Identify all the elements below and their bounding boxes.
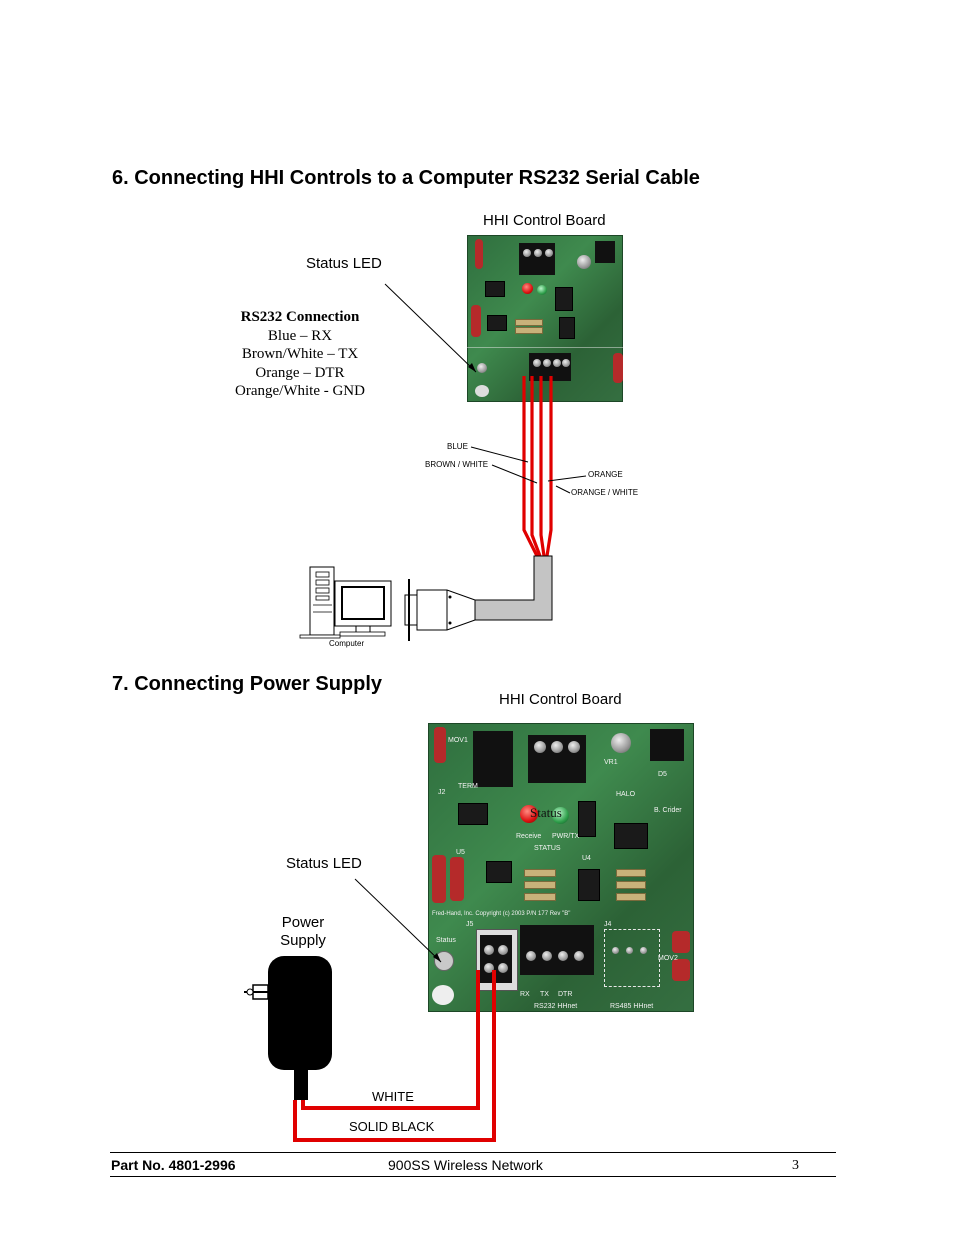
silkscreen-dtr: DTR <box>558 991 573 998</box>
silkscreen-copyright: Fred-Hand, Inc. Copyright (c) 2003 P/N 1… <box>432 911 571 917</box>
silkscreen-mov2: MOV2 <box>658 955 678 962</box>
silkscreen-j2: J2 <box>438 789 446 796</box>
silkscreen-tx: TX <box>540 991 549 998</box>
rs232-legend-line: Orange – DTR <box>255 364 345 381</box>
wire-label-brown-white: BROWN / WHITE <box>425 460 489 469</box>
computer-label: Computer <box>329 639 365 648</box>
rs232-legend-line: Brown/White – TX <box>241 346 359 362</box>
section-7-heading: 7. Connecting Power Supply <box>112 673 383 695</box>
silkscreen-j4: J4 <box>604 921 612 928</box>
silkscreen-term: TERM <box>458 783 478 790</box>
silkscreen-u4: U4 <box>582 855 591 862</box>
silkscreen-mov1: MOV1 <box>448 737 468 744</box>
power-supply-label: Power Supply <box>277 914 329 950</box>
silkscreen-status-small: Status <box>436 937 456 944</box>
silkscreen-rx: RX <box>520 991 530 998</box>
rs232-legend-line: Blue – RX <box>267 327 333 344</box>
wire-label-orange-white: ORANGE / WHITE <box>571 488 639 497</box>
power-supply-label-line: Supply <box>280 932 326 949</box>
wire-label-orange: ORANGE <box>588 470 623 479</box>
footer-rule-top <box>110 1152 836 1153</box>
silkscreen-j5: J5 <box>466 921 474 928</box>
power-supply-label-line: Power <box>281 914 325 931</box>
footer-title: 900SS Wireless Network <box>388 1157 543 1173</box>
silkscreen-halo: HALO <box>616 791 636 798</box>
silkscreen-d5: D5 <box>658 771 667 778</box>
wire-label-solid-black: SOLID BLACK <box>349 1119 435 1134</box>
footer-part-no: Part No. 4801-2996 <box>111 1157 236 1173</box>
status-led-label-bottom: Status LED <box>286 855 362 872</box>
status-led-label-top: Status LED <box>306 255 382 272</box>
hhi-control-board-photo-bottom: VR1 D5 HALO B. Crider J2 TERM Receive PW… <box>428 723 694 1012</box>
footer-rule-bottom <box>110 1176 836 1177</box>
board-label-top: HHI Control Board <box>483 212 606 229</box>
silkscreen-crider: B. Crider <box>654 807 682 814</box>
silkscreen-rs232: RS232 HHnet <box>534 1003 578 1010</box>
silkscreen-status: STATUS <box>534 845 561 852</box>
footer-page-number: 3 <box>792 1158 799 1173</box>
silkscreen-receive: Receive <box>516 833 542 840</box>
hhi-control-board-photo-top <box>467 235 623 402</box>
board-overlay-text: Status <box>530 805 562 820</box>
section-6-heading: 6. Connecting HHI Controls to a Computer… <box>112 167 700 189</box>
wire-label-blue: BLUE <box>447 442 468 451</box>
silkscreen-vr1: VR1 <box>604 759 618 766</box>
wire-label-white: WHITE <box>372 1089 414 1104</box>
silkscreen-pwr-tx: PWR/TX <box>552 833 580 840</box>
silkscreen-u5: U5 <box>456 849 465 856</box>
board-label-bottom: HHI Control Board <box>499 691 622 708</box>
silkscreen-rs485: RS485 HHnet <box>610 1003 654 1010</box>
rs232-legend-title: RS232 Connection <box>240 309 360 325</box>
rs232-connection-legend: RS232 Connection Blue – RX Brown/White –… <box>200 308 400 401</box>
rs232-legend-line: Orange/White - GND <box>235 383 365 399</box>
